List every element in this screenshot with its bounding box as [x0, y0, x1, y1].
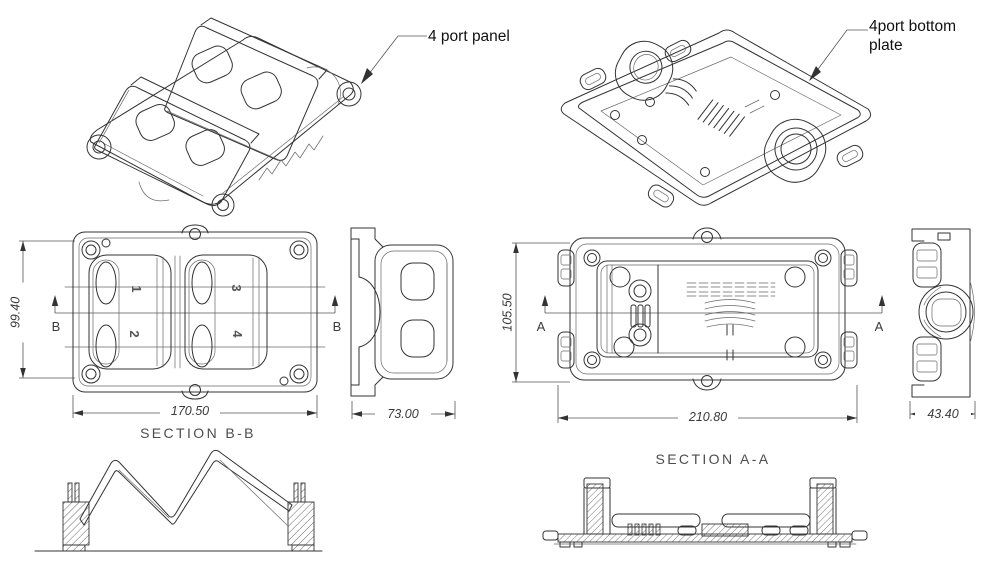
dim-plate-width: 210.80: [678, 410, 738, 425]
side-panel-view: [345, 225, 465, 443]
dim-plate-height: 105.50: [500, 282, 516, 343]
section-bb-marker-right: B: [332, 319, 342, 334]
iso-plate-view: [545, 15, 875, 225]
panel-leader-arrow-icon: [361, 68, 373, 84]
dim-panel-width: 170.50: [160, 404, 220, 419]
top-plate-drawing: [512, 227, 886, 423]
section-bb-title: SECTION B-B: [140, 425, 256, 441]
section-bb-drawing: [34, 449, 323, 552]
section-bb-view: [30, 445, 340, 565]
top-plate-view: [500, 225, 900, 470]
callout-plate-label: 4port bottom plate: [869, 18, 957, 55]
section-aa-cut-line: [544, 298, 883, 314]
dim-panel-side-width: 73.00: [375, 407, 431, 422]
iso-panel-view: [55, 10, 435, 230]
section-aa-marker-right: A: [874, 319, 884, 334]
section-aa-title: SECTION A-A: [655, 451, 771, 467]
iso-panel-drawing: [86, 17, 427, 217]
section-bb-arrow-right-icon: [331, 295, 339, 306]
front-panel-view: [5, 224, 345, 443]
callout-panel-label: 4 port panel: [428, 28, 510, 45]
section-aa-view: [540, 470, 880, 560]
port-number-4: 4: [230, 330, 245, 338]
port-number-3: 3: [229, 284, 244, 292]
front-panel-drawing: [19, 224, 339, 418]
plate-leader-line: [809, 29, 868, 81]
panel-height-dim-line: [19, 240, 75, 379]
side-panel-drawing: [350, 227, 456, 419]
iso-plate-drawing: [560, 29, 872, 208]
section-bb-cut-line: [54, 298, 336, 314]
dim-plate-side-width: 43.40: [915, 407, 971, 422]
section-bb-marker-left: B: [51, 319, 61, 334]
plate-height-dim-line: [512, 242, 570, 383]
section-aa-drawing: [542, 477, 868, 548]
section-bb-arrow-left-icon: [51, 295, 59, 306]
section-aa-marker-left: A: [536, 319, 546, 334]
section-aa-arrow-right-icon: [878, 295, 886, 306]
port-number-1: 1: [129, 285, 144, 293]
port-number-2: 2: [127, 330, 142, 338]
dim-panel-height: 99.40: [8, 282, 24, 343]
section-aa-arrow-left-icon: [541, 295, 549, 306]
panel-leader-line: [361, 35, 427, 84]
